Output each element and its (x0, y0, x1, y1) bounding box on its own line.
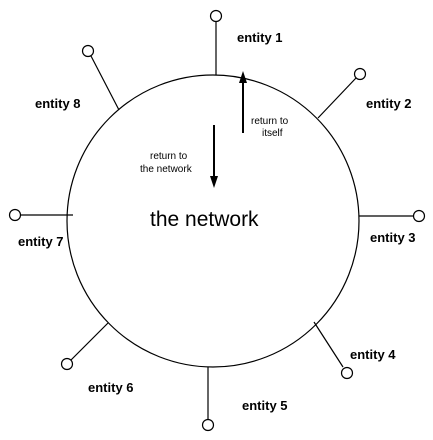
entity-8-node (81, 44, 120, 111)
entity-3-node (359, 209, 426, 223)
network-center-label: the network (150, 208, 259, 231)
return-itself-label-line2: itself (262, 128, 283, 139)
entity-7-terminal (8, 208, 22, 222)
entity-5-terminal (201, 418, 215, 432)
entity-6-terminal (60, 357, 74, 371)
return-to-itself-arrow (239, 71, 247, 133)
entity-8-label: entity 8 (35, 96, 81, 111)
entity-2-label: entity 2 (366, 96, 412, 111)
entity-1-label: entity 1 (237, 30, 283, 45)
return-network-label-line1: return to (150, 151, 188, 162)
network-circle (66, 74, 360, 368)
entity-2-connector (317, 77, 357, 119)
entity-5-node (201, 367, 215, 432)
entity-4-connector (313, 321, 344, 368)
return-itself-label-line1: return to (251, 116, 289, 127)
entity-6-label: entity 6 (88, 380, 134, 395)
entity-4-terminal (340, 366, 354, 380)
entity-7-label: entity 7 (18, 234, 64, 249)
entity-6-node (60, 322, 109, 371)
entity-7-node (8, 208, 73, 222)
entity-2-node (317, 67, 367, 119)
entity-8-terminal (81, 44, 95, 58)
entity-2-terminal (353, 67, 367, 81)
return-to-network-arrow (210, 125, 218, 188)
return-network-label-line2: the network (140, 164, 193, 175)
entity-3-label: entity 3 (370, 230, 416, 245)
entity-1-terminal (209, 9, 223, 23)
entity-4-label: entity 4 (350, 347, 396, 362)
entity-1-node (209, 9, 223, 75)
entity-4-node (313, 321, 354, 380)
entity-8-connector (90, 55, 120, 111)
entity-5-label: entity 5 (242, 398, 288, 413)
entity-3-terminal (412, 209, 426, 223)
entity-6-connector (70, 322, 109, 361)
